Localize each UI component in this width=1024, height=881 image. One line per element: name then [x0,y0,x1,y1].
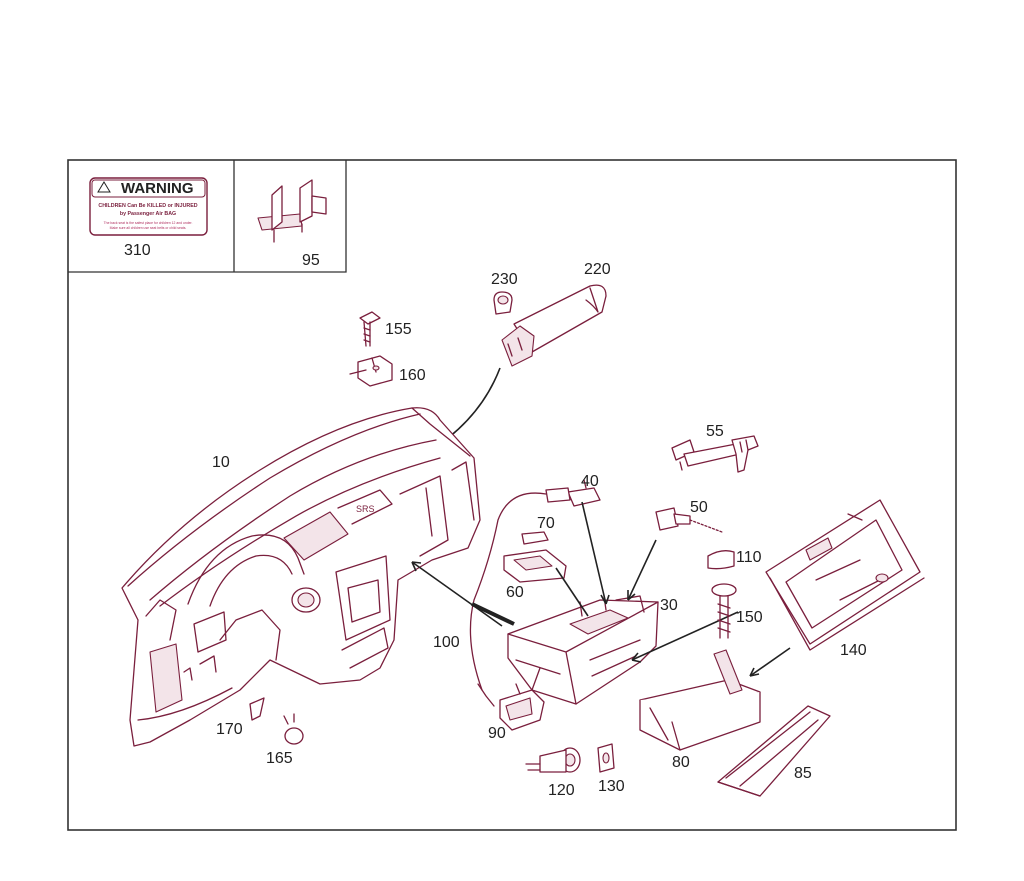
label-130: 130 [598,778,625,795]
label-120: 120 [548,782,575,799]
part-150-screw [711,583,737,639]
arrow-50-to-30 [627,539,657,601]
warning-line-2: by Passenger Air BAG [120,211,176,217]
part-160-clip [349,355,393,387]
label-170: 170 [216,721,243,738]
warning-fine-2: Make sure all children use seat belts or… [110,226,187,230]
warning-triangle-icon [97,181,111,193]
label-40: 40 [581,473,599,490]
arrow-30-to-10 [411,561,503,627]
warning-line-1: CHILDREN Can Be KILLED or INJURED [98,203,197,209]
label-165: 165 [266,750,293,767]
label-95: 95 [302,252,320,269]
label-60: 60 [506,584,524,601]
label-90: 90 [488,725,506,742]
warning-fine-1: The back seat is the safest place for ch… [104,221,193,225]
part-60-lamp-housing [503,549,567,583]
label-160: 160 [399,367,426,384]
label-310: 310 [124,242,151,259]
svg-text:SRS: SRS [356,504,375,514]
warning-title: WARNING [121,180,194,197]
warning-label-decal: WARNING CHILDREN Can Be KILLED or INJURE… [89,177,208,236]
part-120-socket [525,747,581,773]
arrow-40-to-30 [581,501,607,605]
part-130-lens [597,743,615,773]
label-30: 30 [660,597,678,614]
part-50-lock-cylinder [655,507,723,533]
part-70-bulb [521,531,549,545]
label-100: 100 [433,634,460,651]
part-95-clip [257,179,327,243]
label-80: 80 [672,754,690,771]
label-220: 220 [584,261,611,278]
part-90-actuator [499,683,545,731]
label-85: 85 [794,765,812,782]
part-40-switch [545,479,601,507]
part-140-storage-tray [765,499,925,651]
part-55-handle [671,435,759,473]
diagram-frame [67,159,957,831]
inset-panel-frame [68,160,347,273]
label-10: 10 [212,454,230,471]
arrow-60-to-30 [555,567,589,617]
label-140: 140 [840,642,867,659]
part-10-dashboard: SRS [121,407,481,747]
part-80-glovebox-lid [639,649,761,751]
label-150: 150 [736,609,763,626]
arrow-140-to-80 [749,647,791,677]
part-110-cap [707,550,735,570]
part-170-clip [249,697,265,721]
label-230: 230 [491,271,518,288]
label-50: 50 [690,499,708,516]
part-230-nut [493,291,513,315]
part-155-screw [359,311,381,347]
part-85-trim-panel [717,705,831,797]
part-220-airbag-module [501,284,607,367]
label-70: 70 [537,515,555,532]
part-30-glovebox-housing [507,595,659,705]
label-110: 110 [736,549,762,566]
part-165-rivet [283,713,304,745]
part-100-cable [469,492,547,691]
label-55: 55 [706,423,724,440]
label-155: 155 [385,321,412,338]
